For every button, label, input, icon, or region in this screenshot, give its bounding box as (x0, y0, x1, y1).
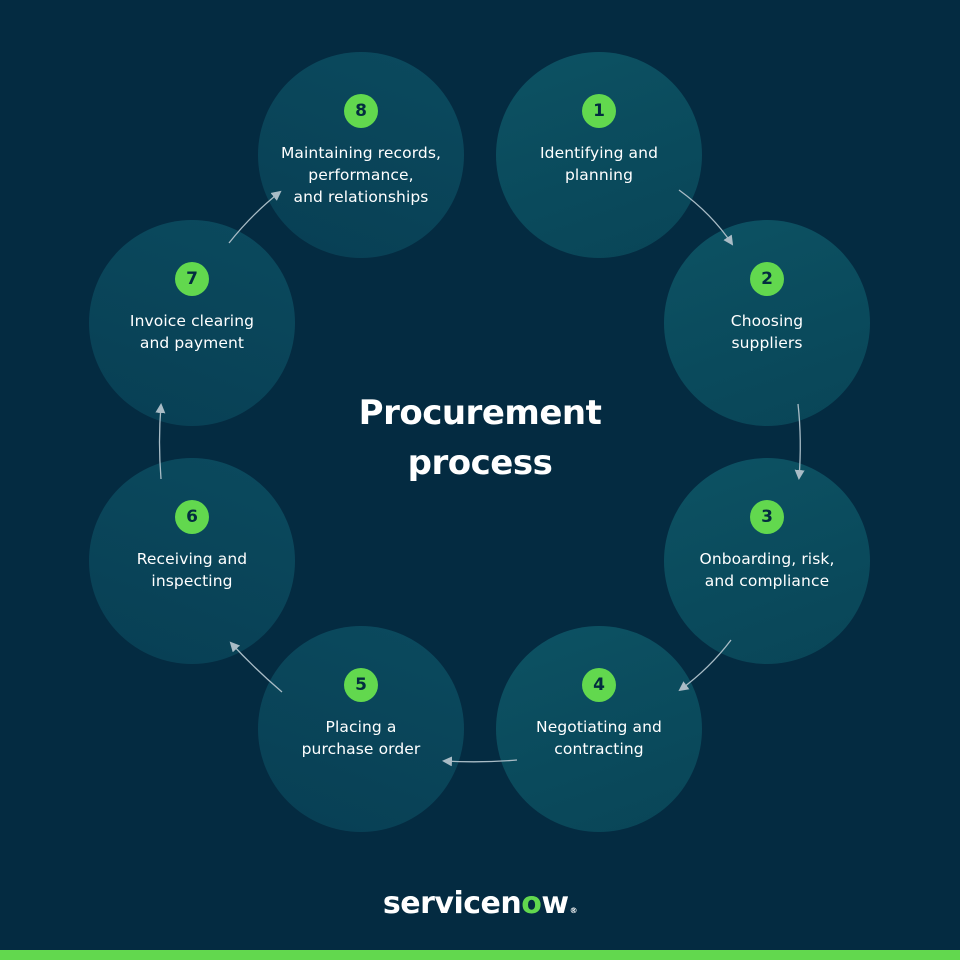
step-2: 2 Choosing suppliers (664, 220, 870, 426)
step-1: 1 Identifying and planning (496, 52, 702, 258)
step-label: Placing a purchase order (301, 718, 421, 758)
step-7: 7 Invoice clearing and payment (89, 220, 295, 426)
registered-mark: ® (569, 906, 578, 915)
step-4: 4 Negotiating and contracting (496, 626, 702, 832)
step-number-badge: 3 (750, 500, 784, 534)
step-3: 3 Onboarding, risk, and compliance (664, 458, 870, 664)
step-label: Maintaining records, performance, and re… (280, 144, 442, 206)
logo-o-mark-icon: o (521, 886, 542, 921)
accent-bar (0, 950, 960, 960)
step-6: 6 Receiving and inspecting (89, 458, 295, 664)
step-number-badge: 8 (344, 94, 378, 128)
step-number-badge: 4 (582, 668, 616, 702)
step-label: Negotiating and contracting (536, 718, 662, 758)
step-label: Choosing suppliers (730, 312, 804, 352)
step-5: 5 Placing a purchase order (258, 626, 464, 832)
servicenow-logo: servicenow® (0, 886, 960, 921)
step-8: 8 Maintaining records, performance, and … (258, 52, 464, 258)
step-number-badge: 6 (175, 500, 209, 534)
step-label: Onboarding, risk, and compliance (699, 550, 835, 590)
step-number-badge: 2 (750, 262, 784, 296)
step-number-badge: 1 (582, 94, 616, 128)
step-label: Receiving and inspecting (136, 550, 248, 590)
logo-text-end: w (541, 886, 569, 921)
diagram-title: Procurement process (358, 393, 602, 483)
step-number-badge: 5 (344, 668, 378, 702)
logo-text: servicen (382, 886, 522, 921)
step-label: Invoice clearing and payment (129, 312, 255, 352)
step-label: Identifying and planning (539, 144, 659, 184)
step-number-badge: 7 (175, 262, 209, 296)
